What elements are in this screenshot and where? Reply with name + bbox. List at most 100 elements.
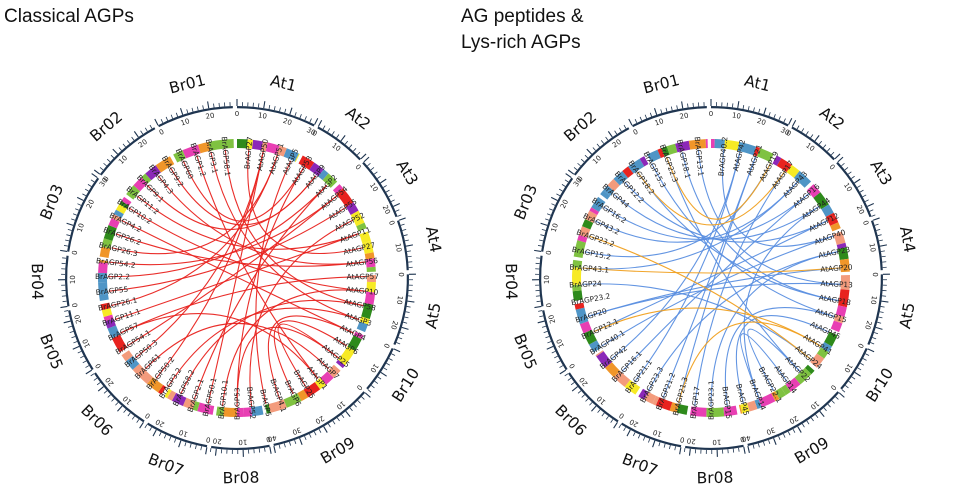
tick-mark: [322, 125, 326, 130]
tick-label-br09: 30: [765, 425, 776, 436]
tick-label-br09: 0: [355, 383, 364, 392]
tick-label-br10: 0: [382, 342, 391, 349]
tick-label-br03: 0: [71, 250, 80, 256]
tick-mark: [90, 179, 95, 183]
tick-mark: [880, 306, 885, 308]
tick-mark: [768, 439, 771, 444]
tick-mark: [559, 365, 564, 368]
gene-band-track: [572, 139, 850, 417]
tick-mark: [60, 249, 68, 253]
gene-band: [318, 169, 329, 181]
tick-mark: [385, 189, 390, 193]
tick-label-at2: 10: [330, 141, 342, 153]
gene-band: [283, 393, 302, 408]
tick-mark: [264, 447, 266, 452]
tick-mark: [534, 249, 542, 253]
tick-mark: [75, 208, 80, 211]
tick-label-br01: 10: [654, 117, 665, 127]
tick-mark: [160, 119, 164, 123]
tick-mark: [360, 153, 367, 160]
tick-mark: [874, 223, 879, 226]
chromosome-label-br08: Br08: [222, 469, 259, 488]
gene-band: [121, 196, 132, 206]
tick-mark: [91, 173, 98, 179]
tick-mark: [534, 305, 542, 309]
gene-label: BrAGP55: [95, 285, 129, 297]
tick-mark: [393, 348, 401, 353]
tick-mark: [84, 188, 89, 192]
tick-mark: [874, 332, 879, 335]
tick-mark: [363, 156, 370, 163]
tick-label-at3: 20: [855, 204, 866, 215]
tick-mark: [154, 118, 159, 126]
tick-mark: [851, 175, 855, 179]
synteny-link: [582, 283, 812, 360]
synteny-link: [249, 219, 353, 407]
gene-band: [356, 222, 367, 232]
gene-band: [303, 382, 321, 398]
tick-mark: [103, 390, 108, 394]
chromosome-label-at5: At5: [896, 301, 919, 330]
tick-mark: [681, 101, 684, 109]
gene-band: [837, 247, 849, 260]
tick-mark: [390, 199, 395, 202]
gene-band: [208, 139, 225, 151]
tick-label-at3: 10: [842, 181, 854, 193]
tick-mark: [859, 189, 864, 193]
gene-band: [366, 266, 376, 273]
chromosome-label-br02: Br02: [560, 108, 600, 146]
synteny-link: [196, 155, 319, 379]
tick-mark: [879, 311, 884, 313]
tick-mark: [752, 444, 755, 449]
tick-mark: [210, 447, 212, 453]
synteny-link: [587, 282, 840, 317]
tick-mark: [737, 101, 740, 109]
tick-label-at2: 0: [311, 129, 319, 138]
tick-mark: [168, 436, 172, 441]
tick-mark: [585, 398, 589, 402]
tick-label-br08: 0: [265, 435, 271, 444]
gene-band: [182, 397, 196, 410]
gene-band: [336, 188, 354, 208]
tick-mark: [546, 345, 554, 350]
tick-mark: [122, 143, 126, 148]
tick-mark: [165, 116, 169, 121]
gene-band: [362, 241, 374, 254]
chromosome-label-at1: At1: [743, 72, 773, 96]
gene-band: [711, 139, 715, 149]
synteny-link: [127, 195, 337, 347]
gene-band: [247, 139, 254, 149]
tick-label-at1: 10: [731, 111, 741, 120]
gene-band: [772, 155, 782, 166]
gene-band: [99, 293, 109, 301]
scale-arc-br02: [573, 127, 630, 176]
gene-band: [182, 144, 201, 159]
gene-band: [119, 200, 129, 209]
tick-mark: [195, 445, 197, 450]
synteny-link: [277, 323, 339, 388]
tick-mark: [830, 151, 835, 156]
gene-band: [572, 267, 582, 285]
gene-band: [103, 225, 117, 241]
chromosome-label-br05: Br05: [36, 331, 66, 372]
tick-mark: [867, 203, 874, 207]
gene-band: [666, 143, 678, 155]
tick-mark: [815, 414, 819, 419]
tick-label-at1: 10: [257, 111, 267, 120]
gene-band: [825, 212, 836, 221]
tick-mark: [545, 218, 550, 221]
tick-mark: [564, 179, 569, 183]
tick-mark: [289, 441, 292, 446]
tick-mark: [844, 167, 849, 171]
tick-mark: [380, 371, 387, 377]
tick-mark: [847, 171, 852, 175]
scale-arc-br03: [67, 177, 100, 252]
tick-mark: [96, 382, 101, 386]
scale-arc-br08: [685, 444, 744, 450]
tick-mark: [93, 169, 101, 175]
tick-mark: [401, 326, 409, 330]
tick-label-br03: 20: [85, 198, 96, 210]
tick-mark: [551, 350, 556, 354]
tick-mark: [806, 420, 810, 425]
